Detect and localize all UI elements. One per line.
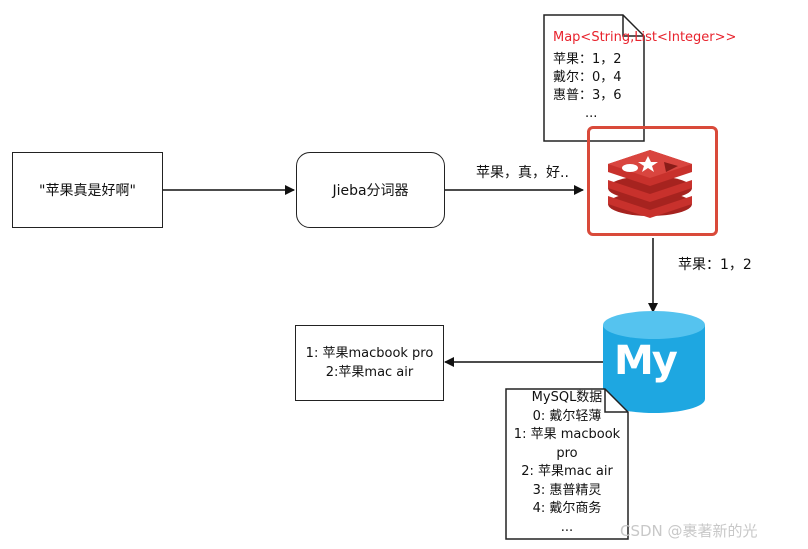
- input-text: "苹果真是好啊": [39, 183, 136, 199]
- mysql-line: 4: 戴尔商务: [532, 501, 602, 516]
- map-line: 戴尔：0，4: [553, 70, 622, 85]
- map-document-lines: 苹果：1，2 戴尔：0，4 惠普：3，6 ...: [553, 51, 622, 123]
- mysql-document-lines: MySQL数据 0: 戴尔轻薄 1: 苹果 macbook pro 2: 苹果m…: [505, 389, 629, 537]
- mysql-line: 2: 苹果mac air: [521, 464, 613, 479]
- mysql-line: ...: [560, 519, 574, 535]
- input-box: "苹果真是好啊": [12, 152, 163, 228]
- result-box: 1: 苹果macbook pro 2:苹果mac air: [295, 325, 444, 401]
- watermark: CSDN @裹著新的光: [620, 522, 758, 540]
- mysql-line: MySQL数据: [531, 390, 603, 405]
- redis-logo-icon: [608, 150, 692, 218]
- map-document-shape: [543, 14, 645, 142]
- mysql-database-icon: [603, 311, 705, 413]
- map-line: 苹果：1，2: [553, 52, 622, 67]
- mysql-line: 3: 惠普精灵: [532, 482, 602, 498]
- redis-highlight-frame: [587, 126, 718, 236]
- map-line: 惠普：3，6: [553, 88, 622, 103]
- redis-to-mysql-label: 苹果：1，2: [678, 257, 752, 273]
- jieba-text: Jieba分词器: [332, 183, 409, 199]
- mysql-line: pro: [556, 445, 578, 461]
- mysql-document-shape: [505, 388, 629, 540]
- map-line: ...: [585, 106, 598, 121]
- result-line: 2:苹果mac air: [325, 365, 414, 380]
- result-line: 1: 苹果macbook pro: [305, 346, 434, 361]
- mysql-logo-text: My: [614, 338, 678, 384]
- tokens-label: 苹果，真，好..: [476, 165, 569, 181]
- map-document-title: Map<String,List<Integer>>: [553, 30, 737, 45]
- jieba-tokenizer-box: Jieba分词器: [296, 152, 445, 228]
- mysql-line: 1: 苹果 macbook: [513, 427, 621, 442]
- mysql-line: 0: 戴尔轻薄: [532, 408, 602, 424]
